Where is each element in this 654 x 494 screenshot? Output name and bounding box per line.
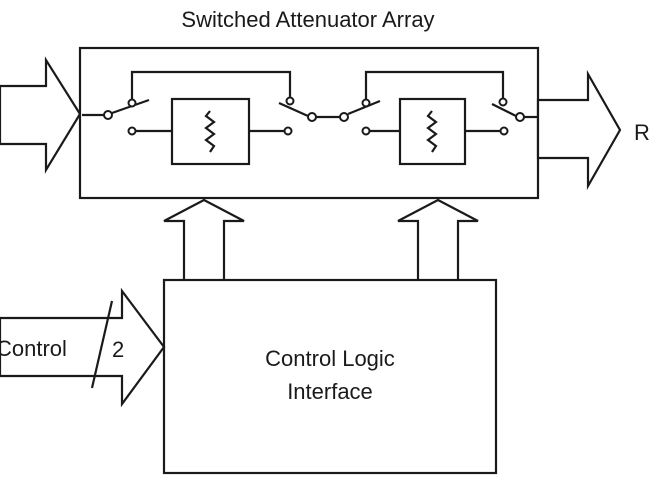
switch-1a-pivot (103, 110, 113, 120)
switch-2a-pivot (339, 112, 349, 122)
bus-width-label: 2 (112, 337, 124, 362)
attenuator-stage-1 (82, 70, 340, 166)
diagram-title: Switched Attenuator Array (181, 7, 434, 32)
control-input-label: Control (0, 336, 67, 361)
bus-width-slash (90, 300, 114, 389)
control-arrow-stage-2 (397, 198, 479, 280)
logic-block-label-line1: Control Logic (265, 346, 395, 371)
control-arrow-stage-1 (163, 198, 245, 280)
control-logic-interface-block (162, 278, 498, 475)
attenuator-stage-2 (339, 70, 538, 166)
logic-block-label-line2: Interface (287, 379, 373, 404)
attenuator-array-block (78, 46, 540, 200)
switch-2b-pivot (515, 112, 525, 122)
switch-1b-pivot (307, 112, 317, 122)
resistor-icon (426, 110, 438, 153)
output-arrow (536, 69, 622, 191)
output-label: R (634, 120, 650, 145)
control-input-arrow (0, 287, 166, 408)
switch-1b-blade (278, 101, 309, 118)
switch-2b-blade (491, 103, 517, 117)
resistor-icon (204, 110, 216, 153)
input-arrow (0, 56, 82, 174)
switch-2a-blade (347, 99, 381, 116)
